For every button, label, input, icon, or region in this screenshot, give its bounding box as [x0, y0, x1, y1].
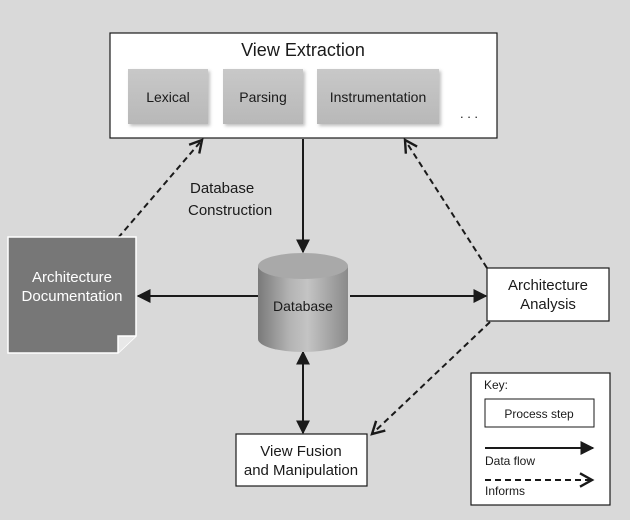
- step-instrumentation: Instrumentation: [317, 69, 439, 124]
- legend-process-step-swatch: [484, 398, 595, 428]
- informs-documentation-to-extraction: [117, 138, 204, 239]
- legend-key: Key: Process step Data flow Informs: [470, 372, 611, 506]
- database-cylinder: Database: [258, 253, 348, 352]
- view-extraction-box: View Extraction Lexical Parsing Instrume…: [109, 32, 498, 139]
- architecture-analysis-label-line2: Analysis: [520, 296, 576, 313]
- legend-process-step-label: Process step: [504, 407, 574, 421]
- informs-analysis-to-fusion: [370, 321, 491, 436]
- step-instrumentation-label: Instrumentation: [330, 89, 427, 105]
- legend-informs-label: Informs: [485, 484, 525, 498]
- architecture-documentation-label-line2: Documentation: [22, 288, 123, 305]
- view-fusion-label-line1: View Fusion: [260, 443, 341, 460]
- informs-analysis-to-extraction: [403, 137, 488, 269]
- architecture-analysis-box: Architecture Analysis: [486, 267, 610, 322]
- database-construction-label-line1: Database: [190, 180, 254, 197]
- database-label: Database: [273, 298, 333, 314]
- step-lexical: Lexical: [128, 69, 208, 124]
- more-steps-ellipsis: . . .: [460, 106, 478, 121]
- architecture-analysis-label-line1: Architecture: [508, 277, 588, 294]
- database-construction-label-line2: Construction: [188, 202, 272, 219]
- legend-data-flow-label: Data flow: [485, 454, 535, 468]
- step-lexical-label: Lexical: [146, 89, 190, 105]
- step-parsing-label: Parsing: [239, 89, 286, 105]
- view-extraction-title: View Extraction: [241, 40, 365, 60]
- step-parsing: Parsing: [223, 69, 303, 124]
- legend-title: Key:: [484, 378, 508, 392]
- architecture-documentation-label-line1: Architecture: [32, 269, 112, 286]
- architecture-documentation-box: Architecture Documentation: [7, 236, 137, 354]
- view-fusion-label-line2: and Manipulation: [244, 462, 358, 479]
- view-fusion-box: View Fusion and Manipulation: [235, 433, 368, 487]
